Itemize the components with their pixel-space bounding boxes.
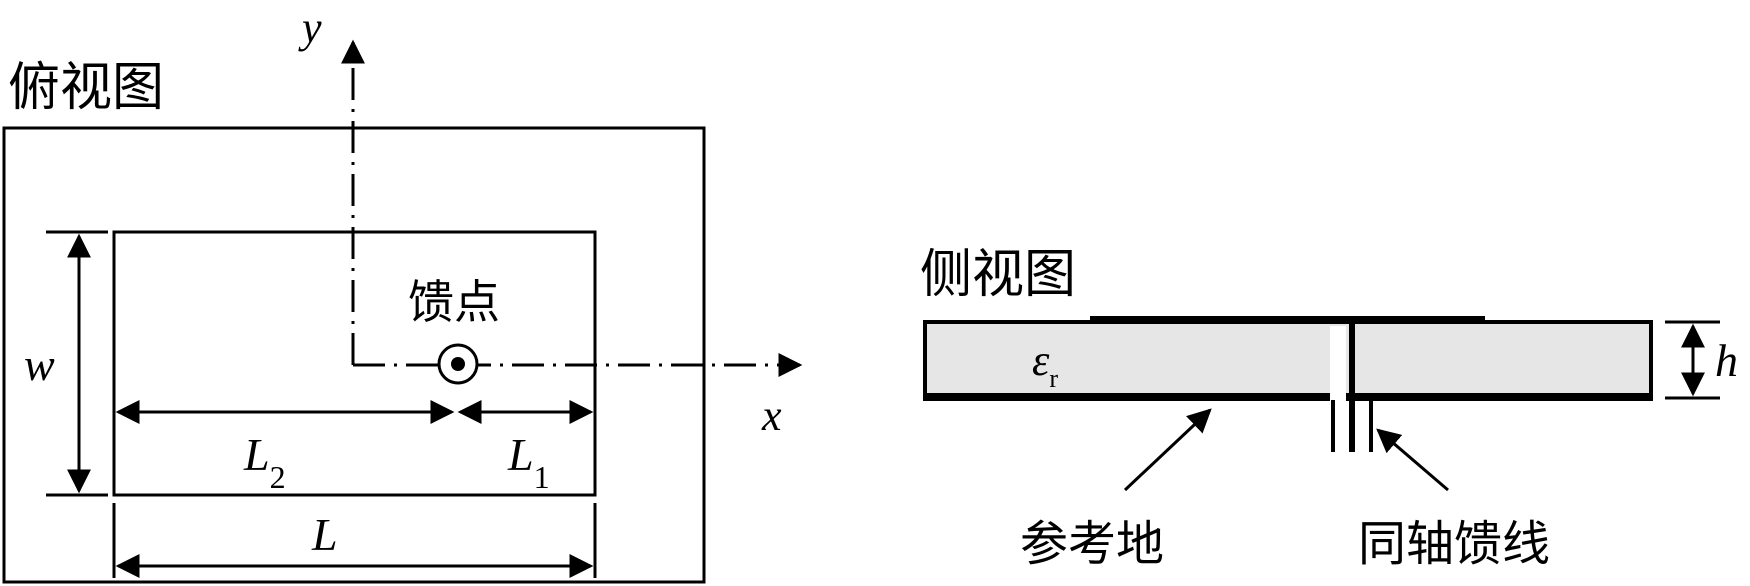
side-view: 侧视图 εr h 参考地 同轴馈线: [920, 245, 1738, 572]
x-axis-label: x: [761, 391, 782, 440]
L1-main: L: [507, 429, 534, 480]
h-label: h: [1715, 335, 1738, 386]
substrate: [923, 320, 1653, 399]
top-view: 俯视图 y x 馈点 w L2 L1 L: [2, 3, 803, 584]
L2-main: L: [243, 429, 270, 480]
coax-pointer-arrow: [1376, 428, 1449, 492]
ground-label: 参考地: [1020, 516, 1164, 572]
L1-label: L1: [507, 429, 550, 495]
permittivity-label: εr: [1032, 336, 1058, 393]
feed-point-dot: [451, 357, 465, 371]
L2-subscript: 2: [270, 459, 286, 495]
top-view-title: 俯视图: [8, 58, 164, 118]
L2-label: L2: [243, 429, 286, 495]
feed-point-label: 馈点: [408, 275, 500, 329]
ground-plane: [923, 393, 1653, 401]
L1-subscript: 1: [534, 459, 550, 495]
w-label: w: [24, 339, 55, 390]
coax-label: 同轴馈线: [1358, 516, 1550, 572]
side-view-title: 侧视图: [920, 245, 1076, 305]
permittivity-subscript: r: [1049, 364, 1058, 393]
permittivity-symbol: ε: [1032, 336, 1050, 385]
ground-pointer-arrow: [1123, 408, 1212, 492]
y-axis-label: y: [298, 3, 322, 52]
L-label: L: [311, 509, 338, 560]
radiating-patch: [1090, 316, 1485, 324]
